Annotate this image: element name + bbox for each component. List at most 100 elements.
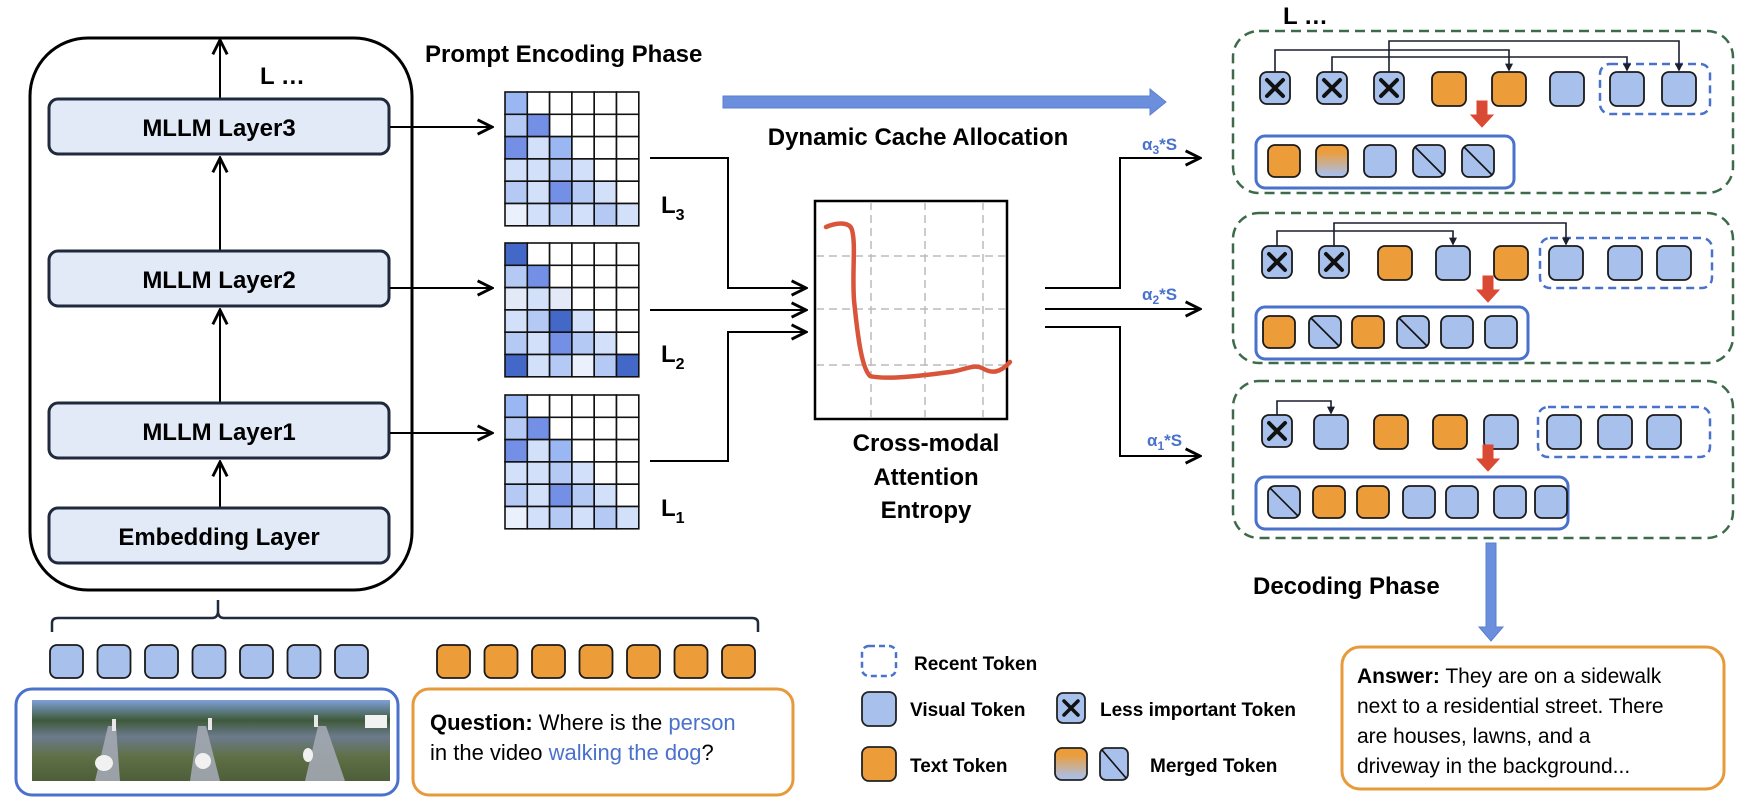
video-frame-2 bbox=[134, 700, 240, 781]
input-text-token bbox=[436, 644, 471, 679]
visual-token bbox=[1609, 71, 1645, 107]
attention-cell bbox=[548, 135, 573, 160]
question-text-line2: in the video walking the dog? bbox=[430, 740, 714, 765]
attention-cell bbox=[571, 309, 596, 333]
attention-cell bbox=[548, 242, 573, 267]
less-important-token bbox=[1261, 414, 1293, 448]
attention-cell bbox=[526, 331, 551, 356]
attention-cell bbox=[571, 113, 596, 138]
attention-cell bbox=[504, 394, 529, 419]
gradient-token bbox=[1315, 144, 1349, 178]
attention-cell bbox=[504, 461, 529, 485]
legend-visual-label: Visual Token bbox=[910, 700, 1025, 721]
attention-cell bbox=[593, 394, 618, 419]
attention-cell bbox=[526, 461, 551, 485]
merge-link-arrow bbox=[1331, 56, 1631, 72]
attention-cell bbox=[526, 202, 551, 227]
recent-token-group bbox=[1536, 405, 1712, 459]
attention-cell bbox=[615, 505, 640, 530]
attention-cell bbox=[548, 309, 573, 333]
merge-link-arrow bbox=[1274, 49, 1513, 72]
attention-cell bbox=[593, 438, 618, 463]
x-mark-icon bbox=[1322, 78, 1342, 98]
attention-cell bbox=[548, 353, 573, 378]
attention-cell bbox=[548, 113, 573, 138]
attention-cell bbox=[615, 331, 640, 356]
input-brace bbox=[50, 600, 760, 632]
attention-cell bbox=[504, 91, 529, 116]
attention-cell bbox=[615, 202, 640, 227]
connector-l3-to-entropy bbox=[650, 157, 806, 288]
map-label-l3: L3 bbox=[661, 192, 685, 224]
visual-token bbox=[1646, 414, 1682, 450]
budget-alpha3: α3*S bbox=[1142, 135, 1177, 157]
less-important-token bbox=[1259, 71, 1291, 105]
attention-cell bbox=[526, 394, 551, 419]
attention-cell bbox=[593, 113, 618, 138]
video-box bbox=[14, 687, 400, 797]
input-visual-token bbox=[144, 644, 179, 679]
video-frames bbox=[32, 700, 390, 781]
attention-cell bbox=[615, 309, 640, 333]
input-text-token bbox=[626, 644, 661, 679]
layer-3-label: MLLM Layer3 bbox=[142, 115, 295, 142]
visual-token-icon bbox=[861, 691, 897, 727]
visual-token bbox=[1546, 414, 1582, 450]
decoding-continuation-label: L … bbox=[1283, 3, 1328, 30]
attention-cell bbox=[571, 461, 596, 485]
attention-cell bbox=[571, 394, 596, 419]
visual-token bbox=[1549, 71, 1585, 107]
legend-text-label: Text Token bbox=[910, 756, 1007, 777]
visual-token bbox=[1402, 485, 1436, 519]
attention-cell bbox=[526, 91, 551, 116]
attention-cell bbox=[504, 180, 529, 205]
merge-link-arrow bbox=[1276, 400, 1335, 415]
attention-cell bbox=[548, 416, 573, 441]
attention-map-2 bbox=[504, 242, 640, 378]
attention-cell bbox=[548, 331, 573, 356]
attention-cell bbox=[548, 461, 573, 485]
attention-cell bbox=[571, 483, 596, 508]
entropy-chart bbox=[813, 199, 1013, 421]
attention-cell bbox=[504, 483, 529, 508]
attention-cell bbox=[615, 264, 640, 289]
legend-less-important: Less important Token bbox=[1056, 692, 1296, 724]
x-mark-icon bbox=[1265, 78, 1285, 98]
attention-cell bbox=[548, 264, 573, 289]
attention-cell bbox=[526, 309, 551, 333]
cache-panel-3 bbox=[1231, 29, 1735, 195]
attention-cell bbox=[548, 483, 573, 508]
answer-line4: driveway in the background... bbox=[1357, 755, 1630, 778]
attention-cell bbox=[571, 331, 596, 356]
attention-cell bbox=[504, 353, 529, 378]
attention-cell bbox=[504, 309, 529, 333]
x-mark-icon bbox=[1324, 252, 1344, 272]
attention-cell bbox=[593, 353, 618, 378]
attention-cell bbox=[593, 483, 618, 508]
entropy-label-line2: Attention bbox=[873, 464, 978, 491]
legend-text: Text Token bbox=[861, 746, 1007, 782]
attention-cell bbox=[526, 180, 551, 205]
question-box: Question: Where is the person in the vid… bbox=[411, 687, 795, 797]
layer-cache-border bbox=[1231, 379, 1735, 540]
attention-cell bbox=[593, 309, 618, 333]
attention-cell bbox=[571, 180, 596, 205]
visual-token bbox=[1656, 245, 1692, 281]
attention-cell bbox=[548, 505, 573, 530]
attention-cell bbox=[593, 202, 618, 227]
merge-link-arrow bbox=[1388, 40, 1683, 72]
attention-cell bbox=[548, 394, 573, 419]
decoding-phase-title: Decoding Phase bbox=[1253, 573, 1440, 600]
attention-cell bbox=[593, 286, 618, 311]
input-text-token bbox=[673, 644, 709, 679]
compress-arrow-icon bbox=[1469, 100, 1495, 128]
text-token bbox=[1267, 144, 1301, 178]
attention-cell bbox=[504, 158, 529, 182]
merged-token bbox=[1308, 315, 1342, 349]
visual-token bbox=[1445, 485, 1479, 519]
attention-cell bbox=[593, 505, 618, 530]
layer-cache-border bbox=[1231, 211, 1735, 365]
attention-cell bbox=[593, 416, 618, 441]
visual-token bbox=[1607, 245, 1643, 281]
embedding-layer-label: Embedding Layer bbox=[118, 524, 319, 551]
